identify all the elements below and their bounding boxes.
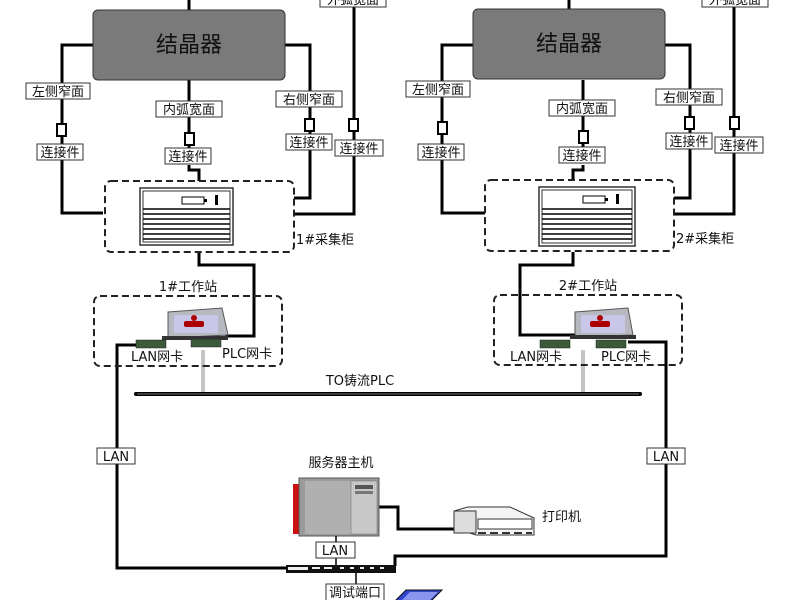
cabinet-label: 2#采集柜 <box>676 231 734 247</box>
cabinet-boundary <box>484 179 675 252</box>
computer-icon <box>570 307 636 339</box>
debug-port-label: 调试端口 <box>329 586 381 600</box>
plc-card-label: PLC网卡 <box>601 350 651 365</box>
connector-label: 连接件 <box>669 134 708 150</box>
sensor-right-narrow: 右侧窄面 <box>283 92 335 108</box>
workstation-label: 2#工作站 <box>559 279 617 294</box>
connector-label: 连接件 <box>339 141 378 157</box>
connector-label: 连接件 <box>562 148 601 164</box>
connector-label: 连接件 <box>168 149 207 165</box>
plug-icon <box>684 116 695 130</box>
wire-outer-wide <box>674 5 736 216</box>
server-label: 服务器主机 <box>308 455 373 471</box>
connector-label: 连接件 <box>289 135 328 151</box>
cabinet-icon <box>139 187 234 246</box>
plug-icon <box>348 118 359 132</box>
plc-card-label: PLC网卡 <box>222 347 272 362</box>
mold-label: 结晶器 <box>536 32 602 57</box>
server: 服务器主机 LAN <box>293 455 460 568</box>
printer-icon <box>453 506 535 536</box>
workstation-label: 1#工作站 <box>159 280 217 295</box>
sensor-inner-wide: 内弧宽面 <box>556 101 608 117</box>
lan-label-right: LAN <box>653 450 679 465</box>
connector-label: 连接件 <box>719 138 758 154</box>
laptop-icon <box>395 589 444 600</box>
lan-card-label: LAN网卡 <box>510 350 562 365</box>
plug-icon <box>437 121 448 135</box>
plug-icon <box>184 132 195 146</box>
server-lan-label: LAN <box>322 544 348 559</box>
sensor-outer-wide: 外弧宽面 <box>327 0 379 8</box>
printer-label: 打印机 <box>542 510 581 525</box>
wire-outer-wide <box>294 5 356 216</box>
plc-bus-label: TO铸流PLC <box>325 373 394 389</box>
plug-icon <box>578 130 589 144</box>
cabinet-icon <box>538 186 636 247</box>
sensor-outer-wide: 外弧宽面 <box>709 0 761 8</box>
wire-lan-2 <box>393 340 668 566</box>
wire-server-printer <box>378 505 460 531</box>
mold-box <box>92 9 286 81</box>
cabinet-label: 1#采集柜 <box>296 232 354 248</box>
cabinet-boundary <box>104 180 295 253</box>
sensor-inner-wide: 内弧宽面 <box>163 102 215 118</box>
network-card-icon <box>135 338 222 349</box>
plug-icon <box>729 116 740 130</box>
workstation-boundary <box>493 294 683 366</box>
server-icon <box>293 477 380 537</box>
plug-icon <box>56 123 67 137</box>
wire-inner-wide <box>187 80 201 181</box>
wire-cabinet-to-ws <box>518 252 575 337</box>
lan-card-label: LAN网卡 <box>131 350 183 365</box>
network-card-icon <box>539 339 627 349</box>
connector-label: 连接件 <box>421 145 460 161</box>
wire-cabinet-to-ws <box>197 252 256 338</box>
connector-label: 连接件 <box>40 145 79 161</box>
mold-box <box>472 8 666 80</box>
network-switch-icon <box>286 565 396 573</box>
computer-icon <box>162 307 229 340</box>
mold-label: 结晶器 <box>156 33 222 58</box>
unit-1: 结晶器 左侧窄面 内弧宽面 右侧窄面 外弧宽面 连接件 连接件 连接件 连接件 <box>25 0 387 570</box>
plug-icon <box>304 118 315 132</box>
sensor-left-narrow: 左侧窄面 <box>412 82 464 98</box>
workstation-boundary <box>93 295 283 367</box>
sensor-right-narrow: 右侧窄面 <box>663 90 715 106</box>
unit-2: 结晶器 左侧窄面 内弧宽面 右侧窄面 外弧宽面 连接件 连接件 连接件 连接件 <box>393 0 769 566</box>
sensor-left-narrow: 左侧窄面 <box>32 84 84 100</box>
lan-label-left: LAN <box>103 450 129 465</box>
plc-bus: TO铸流PLC <box>134 373 642 396</box>
